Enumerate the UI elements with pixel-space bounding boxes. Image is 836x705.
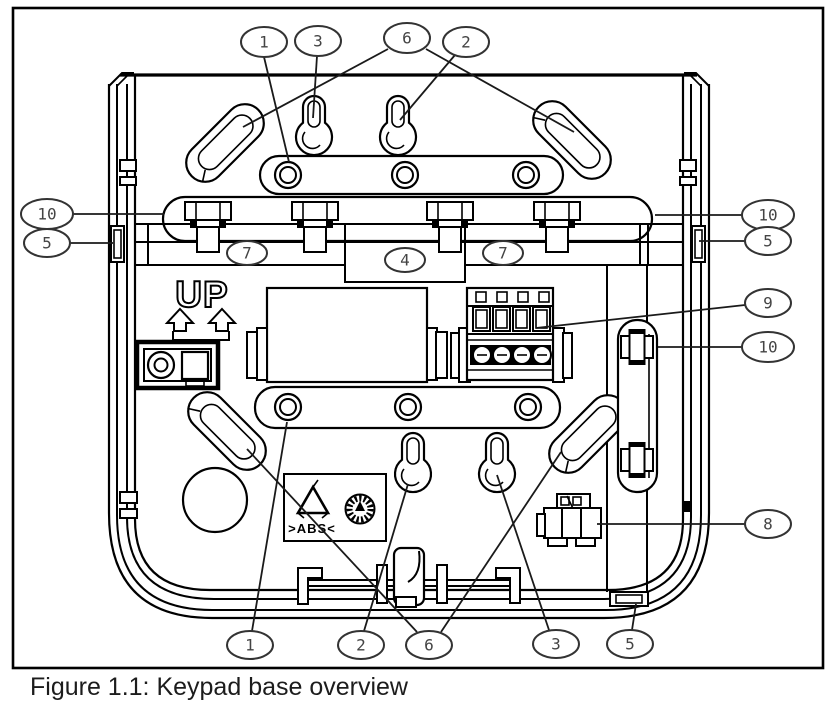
callout-6-leader	[425, 48, 575, 133]
callout-10-oval	[741, 331, 795, 363]
wiring-pocket	[344, 225, 466, 283]
callout-5-leader	[631, 603, 637, 631]
callout-6-number: 6	[424, 636, 434, 655]
callout-1-leader	[251, 421, 288, 632]
side-snap-right	[691, 225, 706, 263]
callout-5-oval	[744, 226, 792, 256]
keyhole-slot-bottom-left	[393, 431, 433, 494]
callout-5-number: 5	[625, 635, 635, 654]
lower-screw-bar	[253, 385, 562, 430]
callout-2-leader	[363, 483, 409, 632]
callout-3-oval	[294, 25, 342, 57]
callout-10-number: 10	[758, 338, 777, 357]
callout-6-leader	[440, 451, 562, 633]
callout-9-leader	[535, 304, 746, 329]
callout-4-oval	[384, 247, 426, 273]
callout-2-leader	[399, 54, 456, 121]
callouts: 1 3 6 2 10 5 7 4 7 10 5 9 10 8 1 2 6 3 5	[20, 22, 795, 660]
callout-1-oval	[226, 630, 274, 660]
callout-2-oval	[442, 26, 490, 58]
callout-1-number: 1	[259, 33, 269, 52]
keyhole-slot-bottom-right	[477, 431, 517, 494]
callout-9-oval	[744, 288, 792, 318]
callout-1-number: 1	[245, 636, 255, 655]
bottom-snap-notch	[609, 591, 649, 607]
material-code-label: >ABS<	[288, 521, 336, 536]
wall-notches	[119, 159, 697, 519]
base-shell	[107, 72, 711, 620]
callout-2-oval	[337, 630, 385, 660]
round-hole	[181, 466, 249, 534]
callout-2-number: 2	[461, 33, 471, 52]
module-opening	[246, 286, 448, 384]
recycling-icon	[295, 479, 331, 519]
callout-1-oval	[240, 26, 288, 58]
up-label: UP	[175, 274, 228, 315]
callout-2-number: 2	[356, 636, 366, 655]
callout-5-oval	[606, 629, 654, 659]
figure-caption: Figure 1.1: Keypad base overview	[30, 673, 409, 701]
callout-6-oval	[383, 22, 431, 54]
right-hook	[495, 567, 521, 604]
callout-5-number: 5	[763, 232, 773, 251]
callout-7-oval	[226, 240, 268, 266]
callout-7-number: 7	[498, 244, 508, 263]
terminal-block	[450, 286, 573, 383]
diagonal-slot-top-left	[185, 103, 265, 183]
callout-3-leader	[312, 55, 318, 119]
up-arrows-icon	[164, 307, 238, 341]
callout-7-number: 7	[242, 244, 252, 263]
callout-6-oval	[405, 630, 453, 660]
left-hook	[297, 567, 323, 605]
callout-3-number: 3	[551, 635, 561, 654]
tamper-switch	[134, 339, 221, 391]
callout-5-number: 5	[42, 234, 52, 253]
cable-post	[392, 546, 426, 608]
material-wheel-icon	[344, 493, 376, 525]
callout-8-number: 8	[763, 515, 773, 534]
upper-screw-bar	[258, 154, 565, 196]
callout-6-number: 6	[402, 29, 412, 48]
callout-10-number: 10	[758, 206, 777, 225]
callout-3-leader	[496, 474, 550, 631]
side-snap-left	[110, 225, 125, 263]
callout-6-leader	[242, 48, 389, 128]
bottom-rail	[297, 546, 521, 608]
callout-5-oval	[23, 228, 71, 258]
wire-clamp	[536, 493, 602, 547]
callout-4-number: 4	[400, 251, 410, 270]
callout-3-number: 3	[313, 32, 323, 51]
callout-6-leader	[246, 448, 418, 633]
side-rail	[616, 318, 659, 494]
callout-10-number: 10	[37, 205, 56, 224]
callout-8-oval	[744, 509, 792, 539]
callout-9-number: 9	[763, 294, 773, 313]
callout-7-oval	[482, 240, 524, 266]
up-marking: UP	[164, 273, 238, 341]
callout-3-oval	[532, 629, 580, 659]
